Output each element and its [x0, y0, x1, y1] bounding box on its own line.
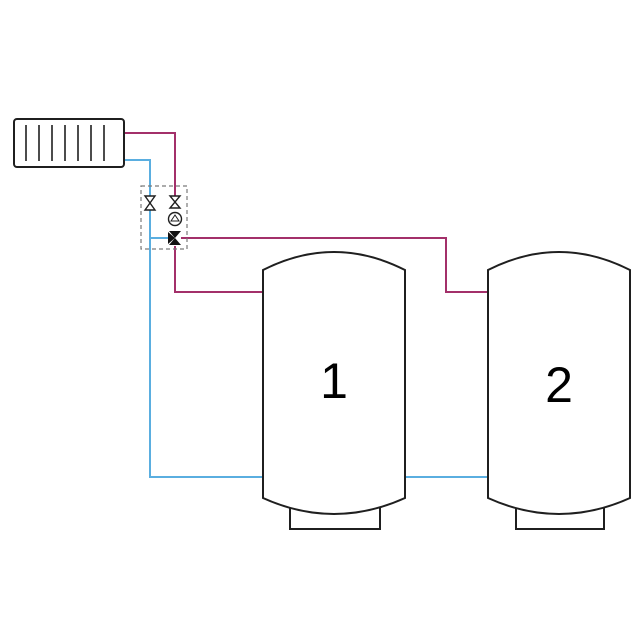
storage-tank-1: 1: [262, 251, 406, 530]
valve-group-box: [140, 185, 188, 250]
gate-valve-icon: [168, 195, 182, 209]
cold-pipe-radiator-to-manifold: [124, 159, 151, 196]
cold-return-pipes: [124, 159, 488, 478]
cold-pipe-manifold-to-tank1: [149, 210, 263, 478]
tank-2-label: 2: [545, 357, 573, 413]
tank-2-body: [487, 251, 631, 515]
radiator-icon: [13, 118, 125, 168]
hot-pipe-radiator-to-pump: [124, 132, 176, 196]
pump-icon: [167, 211, 183, 227]
tank-1-label: 1: [320, 353, 348, 409]
tank-1-body: [262, 251, 406, 515]
mixing-valve-icon: [168, 231, 181, 245]
hot-supply-pipes: [124, 132, 488, 293]
hot-pipe-mixing-to-tank2: [181, 237, 488, 293]
hot-pipe-mixing-to-tank1: [174, 246, 263, 293]
storage-tank-2: 2: [487, 251, 631, 530]
gate-valve-icon: [143, 195, 157, 211]
